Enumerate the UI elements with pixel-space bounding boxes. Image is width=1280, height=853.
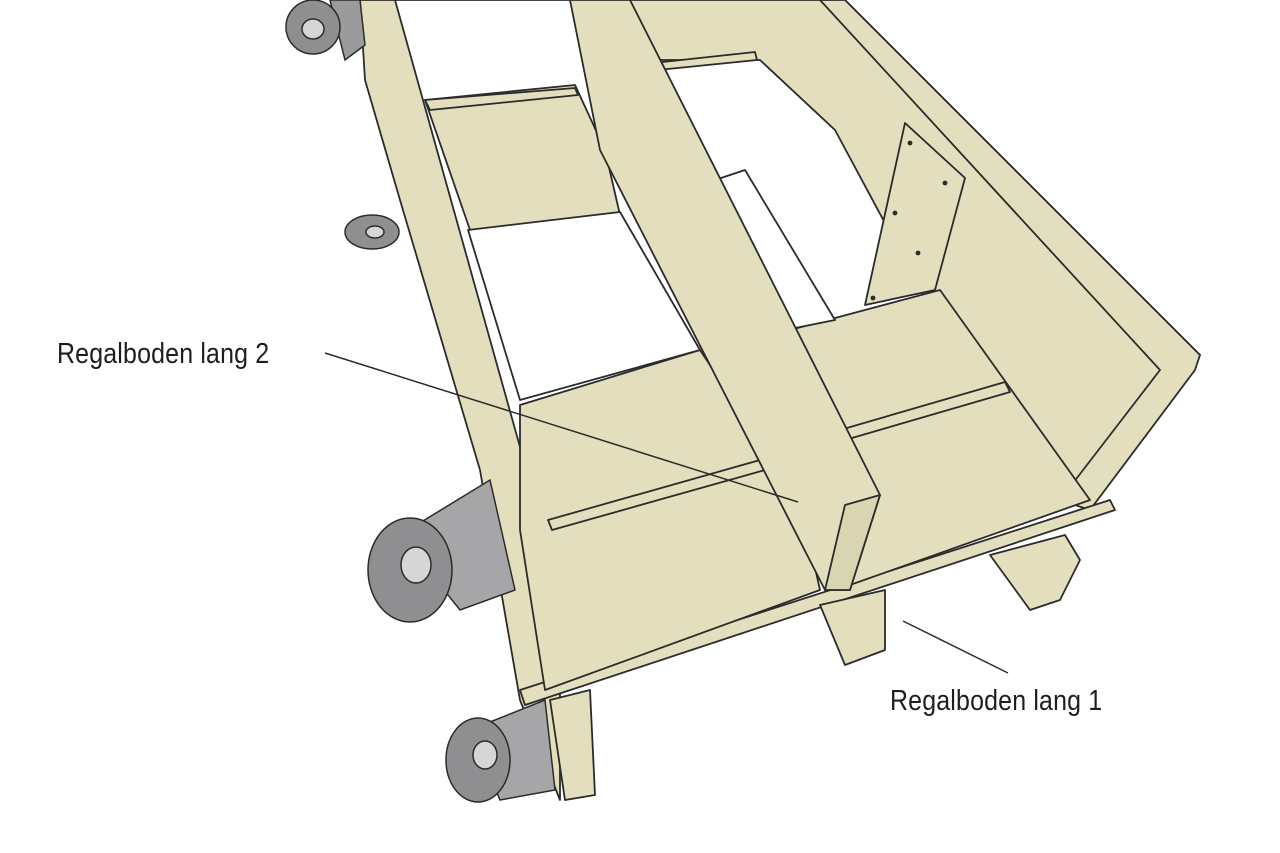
left-side-panel — [359, 0, 561, 801]
label-shelf-long-2: Regalboden lang 2 — [57, 338, 270, 370]
label-shelf-long-1: Regalboden lang 1 — [890, 685, 1103, 717]
shelf-long-2-edge — [824, 494, 881, 591]
caster-front-left — [367, 478, 516, 623]
leader-lines — [324, 352, 1009, 674]
rail-upper-left — [424, 87, 579, 111]
caster-top-left — [285, 0, 366, 62]
opening-left — [467, 211, 701, 401]
front-leg-right — [989, 534, 1081, 611]
mounting-bracket — [864, 122, 966, 306]
bracket-screws — [870, 140, 948, 301]
front-leg-middle — [819, 589, 886, 666]
front-leg-left — [549, 689, 596, 801]
leader-line-shelf-1 — [902, 620, 1009, 674]
upper-left-compartment — [424, 84, 621, 231]
cart-frame — [359, 0, 1201, 801]
leader-line-shelf-2 — [324, 352, 799, 503]
caster-front-bottom — [445, 698, 556, 803]
caster-middle-left — [344, 214, 400, 250]
